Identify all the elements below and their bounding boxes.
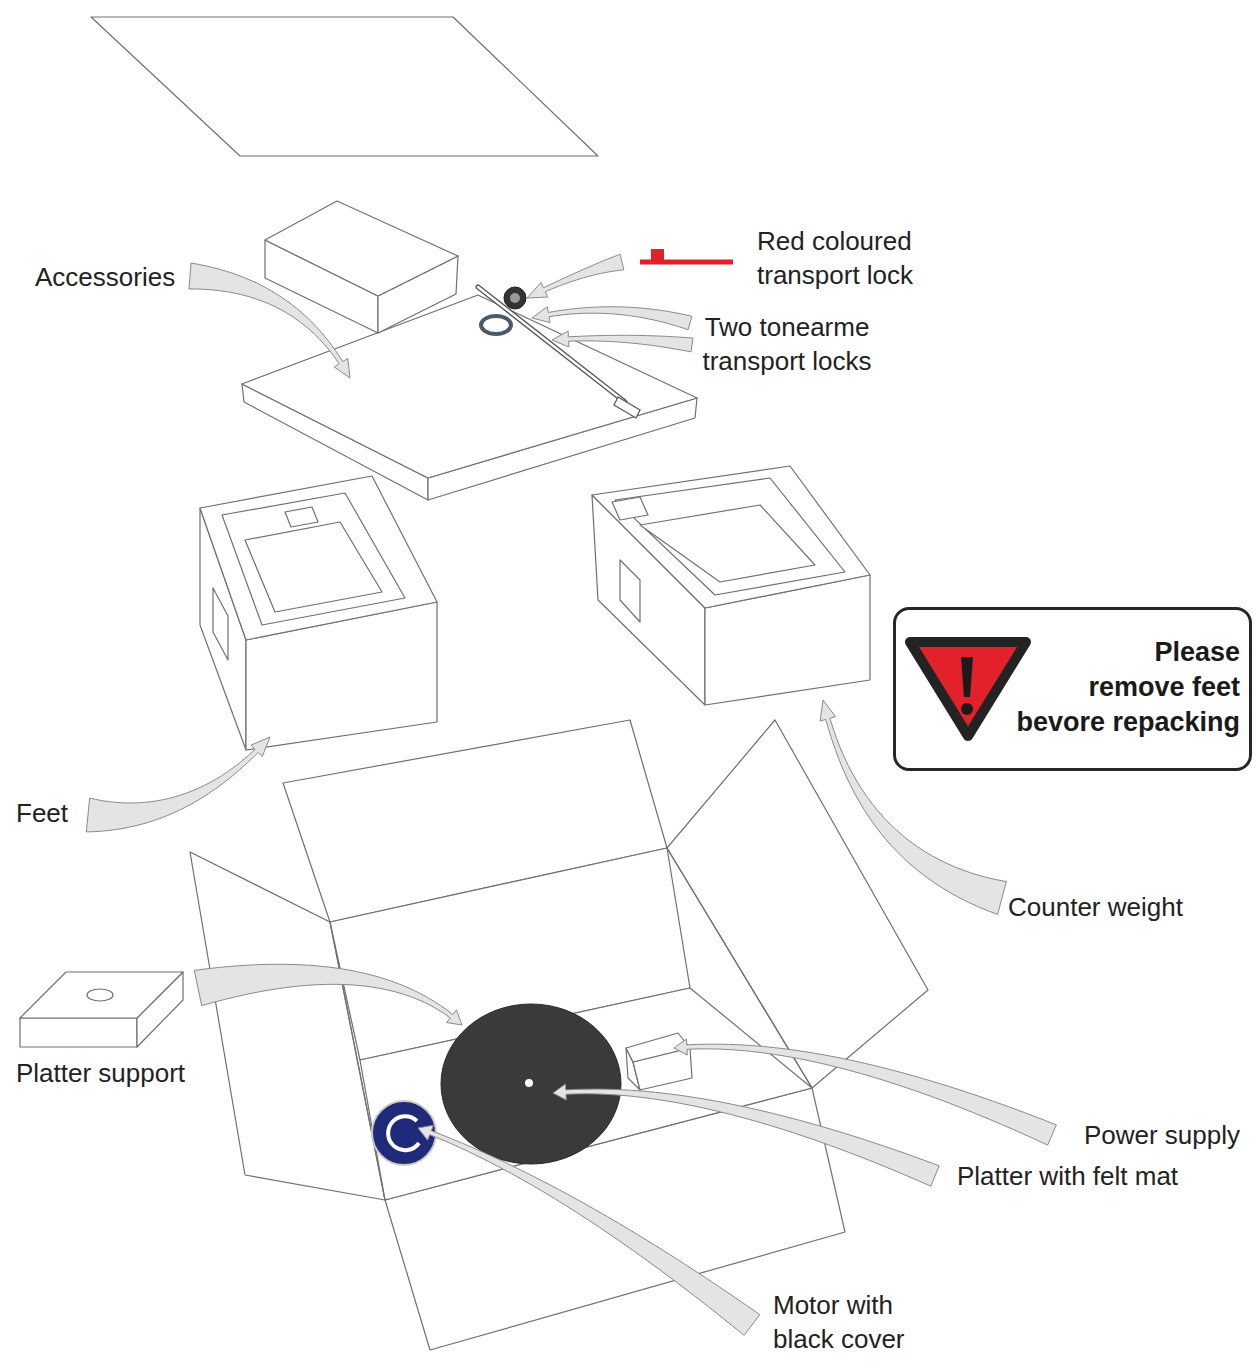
tonearm [478,287,625,402]
part-label: Platter support [16,1056,246,1090]
part-label: Red coloured transport lock [757,224,957,292]
platter [441,1004,621,1164]
motor-mark [388,1116,419,1150]
exclamation-mark [961,657,973,697]
cover-sheet [91,17,598,156]
exclamation-mark [961,703,973,715]
pointer-arrow [532,307,692,330]
pointer-arrow [553,1084,939,1186]
part-label: Accessories [35,260,215,294]
warning-box: Please remove feet bevore repacking [893,607,1252,771]
foam-recess [640,505,815,582]
warning-text: Please remove feet bevore repacking [1016,637,1240,737]
tonearm-ring [481,316,511,334]
pointer-arrow [674,1039,1056,1145]
tonearm-weight [510,293,520,303]
pointer-arrow [552,331,693,352]
tonearm [478,287,625,402]
warning-triangle [910,642,1026,736]
transport-lock [651,249,664,262]
foam-notch [620,560,640,622]
tonearm-weight [504,287,526,309]
part-label: Motor with black cover [773,1288,923,1356]
pointer-arrow [527,254,624,298]
wrap-spacer [1005,635,1075,670]
pointer-arrow [194,964,462,1025]
support-front [20,1018,137,1047]
foam-recess [615,478,845,595]
spindle-hole [525,1079,533,1087]
pointer-arrow [189,263,350,378]
part-label: Platter with felt mat [957,1159,1247,1193]
foam-block [612,497,648,520]
part-label: Counter weight [1008,890,1238,924]
pointer-arrow [820,700,1006,914]
part-label: Two tonearme transport locks [687,310,887,378]
foam-top [200,476,437,640]
support-hole [87,989,113,1001]
foam-recess [245,522,382,612]
foam-recess [222,493,405,625]
carton-edge [330,922,385,1200]
text-wrap: Please remove feet bevore repacking [1005,635,1240,740]
accessory-box-top [265,201,458,296]
foam-block [285,507,318,527]
pointer-arrow [418,1125,760,1335]
pointer-arrow [86,737,270,832]
foam-notch [213,588,228,660]
headshell [614,397,640,418]
part-label: Power supply [1040,1118,1240,1152]
support-top [20,972,183,1018]
part-label: Feet [16,796,106,830]
